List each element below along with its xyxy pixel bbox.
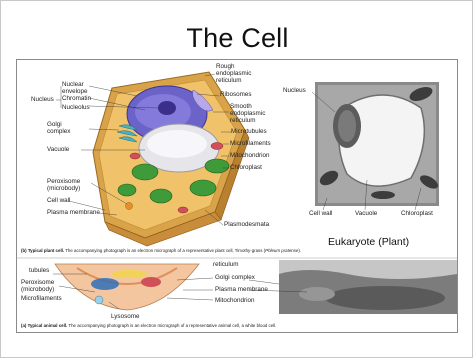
caption-plant: (b) Typical plant cell. The accompanying…: [21, 248, 301, 253]
label-vacuole: Vacuole: [47, 147, 69, 154]
label-plasmodesmata: Plasmodesmata: [224, 222, 269, 229]
label-nucleus: Nucleus: [31, 97, 54, 104]
label-cell-wall: Cell wall: [47, 198, 70, 205]
label-plasma-membrane: Plasma membrane: [47, 210, 100, 217]
micrograph-label-chloroplast: Chloroplast: [401, 211, 433, 218]
label-animal-plasma-membrane: Plasma membrane: [215, 287, 268, 294]
label-animal-microfilaments: Microfilaments: [21, 296, 62, 303]
label-animal-mitochondrion: Mitochondrion: [215, 298, 255, 305]
label-mitochondrion: Mitochondrion: [230, 153, 270, 160]
label-animal-golgi: Golgi complex: [215, 275, 255, 282]
label-chromatin: Chromatin: [62, 96, 91, 103]
label-rough-er: Rough endoplasmic reticulum: [216, 64, 251, 84]
label-chloroplast: Chloroplast: [230, 165, 262, 172]
label-golgi-complex: Golgi complex: [47, 122, 70, 136]
label-lysosome: Lysosome: [111, 314, 139, 321]
animal-micrograph: [249, 260, 457, 314]
micrograph-label-vacuole: Vacuole: [355, 211, 377, 218]
plant-micrograph: [312, 82, 440, 210]
label-microtubules: Microtubules: [231, 129, 267, 136]
label-peroxisome: Peroxisome (microbody): [47, 179, 80, 193]
label-animal-peroxisome: Peroxisome (microbody): [21, 280, 54, 294]
label-smooth-er: Smooth endoplasmic reticulum: [230, 104, 265, 124]
label-tubules: tubules: [29, 268, 49, 275]
eukaryote-label: Eukaryote (Plant): [328, 236, 409, 248]
slide-title: The Cell: [1, 23, 473, 54]
label-microfilaments: Microfilaments: [230, 141, 271, 148]
label-nuclear-envelope: Nuclear envelope: [62, 82, 88, 96]
caption-animal: (a) Typical animal cell. The accompanyin…: [21, 323, 276, 328]
animal-cell-diagram: [53, 264, 213, 310]
micrograph-label-nucleus: Nucleus: [283, 88, 306, 95]
label-nucleolus: Nucleolus: [62, 105, 90, 112]
label-ribosomes: Ribosomes: [220, 92, 252, 99]
cell-figure: Nucleus Nuclear envelope Chromatin Nucle…: [16, 59, 458, 333]
label-animal-reticulum: reticulum: [213, 262, 239, 269]
micrograph-label-cell-wall: Cell wall: [309, 211, 332, 218]
